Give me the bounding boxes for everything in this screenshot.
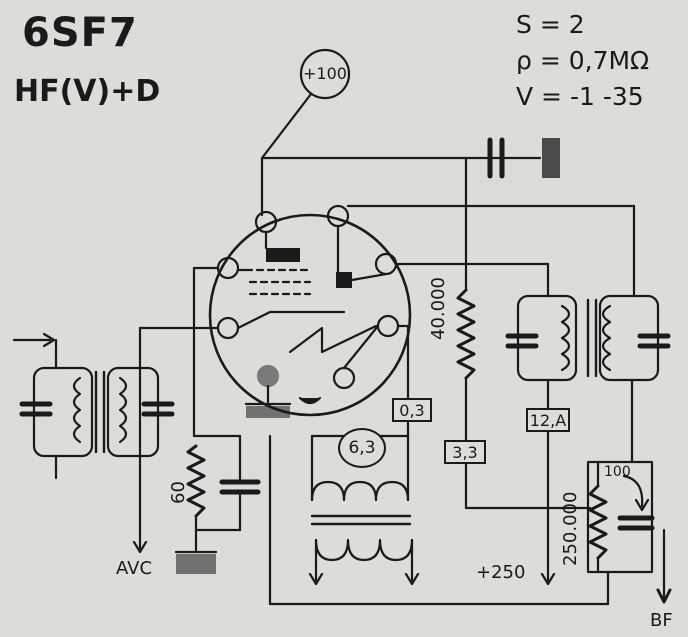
box-screen-current: 12,A: [526, 408, 570, 432]
arrow-plus250: [540, 572, 556, 586]
label-r40000: 40.000: [428, 277, 449, 340]
wire-pin3-inner: [350, 272, 388, 282]
tube-pin-5: [332, 366, 356, 390]
tube-pin-7: [216, 316, 240, 340]
label-plus100: +100: [303, 64, 347, 83]
electrode-diode-plate: [336, 272, 352, 288]
label-avc: AVC: [116, 558, 153, 579]
ground-hatch-top: [542, 138, 560, 178]
arrow-input: [42, 332, 56, 348]
arrow-bf: [656, 588, 672, 604]
label-plus250: +250: [476, 562, 526, 583]
resistor-250000: [588, 484, 608, 560]
transformer-secondary: [314, 538, 414, 562]
spec-resistance: ρ = 0,7MΩ: [516, 46, 650, 75]
ground-hatch-mid: [246, 406, 290, 418]
ground-hatch-left: [176, 554, 216, 574]
spec-voltage: V = -1 -35: [516, 82, 644, 111]
wire-100-lead: [260, 92, 313, 160]
arrow-pot-wiper: [634, 498, 650, 512]
tube-title: 6SF7: [22, 10, 138, 56]
tube-envelope: [208, 213, 412, 417]
label-r250000: 250.000: [560, 491, 581, 566]
spec-transconductance: S = 2: [516, 10, 585, 39]
label-r60: 60: [168, 481, 189, 504]
tube-subtitle: HF(V)+D: [14, 74, 161, 109]
label-r100: 100: [604, 464, 631, 480]
tube-pin-4: [376, 314, 400, 338]
box-anode-current: 3,3: [444, 440, 486, 464]
coil-input-secondary: [118, 376, 128, 444]
tube-pin-8: [256, 364, 280, 388]
coil-out-secondary: [601, 304, 612, 372]
electrode-plate: [266, 248, 300, 262]
arrow-avc: [132, 540, 148, 554]
wire-pin4-inner: [342, 324, 380, 370]
wire-pin7-inner: [236, 310, 272, 330]
tube-pin-3: [374, 252, 398, 276]
label-bf: BF: [650, 610, 673, 631]
arrow-sec-left: [308, 572, 324, 586]
coil-out-primary: [560, 304, 571, 372]
tube-key: [298, 396, 322, 405]
pot-wiper: [622, 474, 644, 508]
coil-input-primary: [72, 376, 82, 444]
resistor-40000: [456, 288, 476, 380]
box-heater-current: 0,3: [392, 398, 432, 422]
electrode-heater: [288, 324, 378, 354]
box-heater-voltage: 6,3: [338, 428, 386, 468]
arrow-sec-right: [404, 572, 420, 586]
resistor-60: [186, 444, 206, 518]
supply-circle-100: [299, 48, 351, 100]
transformer-primary: [310, 480, 410, 502]
